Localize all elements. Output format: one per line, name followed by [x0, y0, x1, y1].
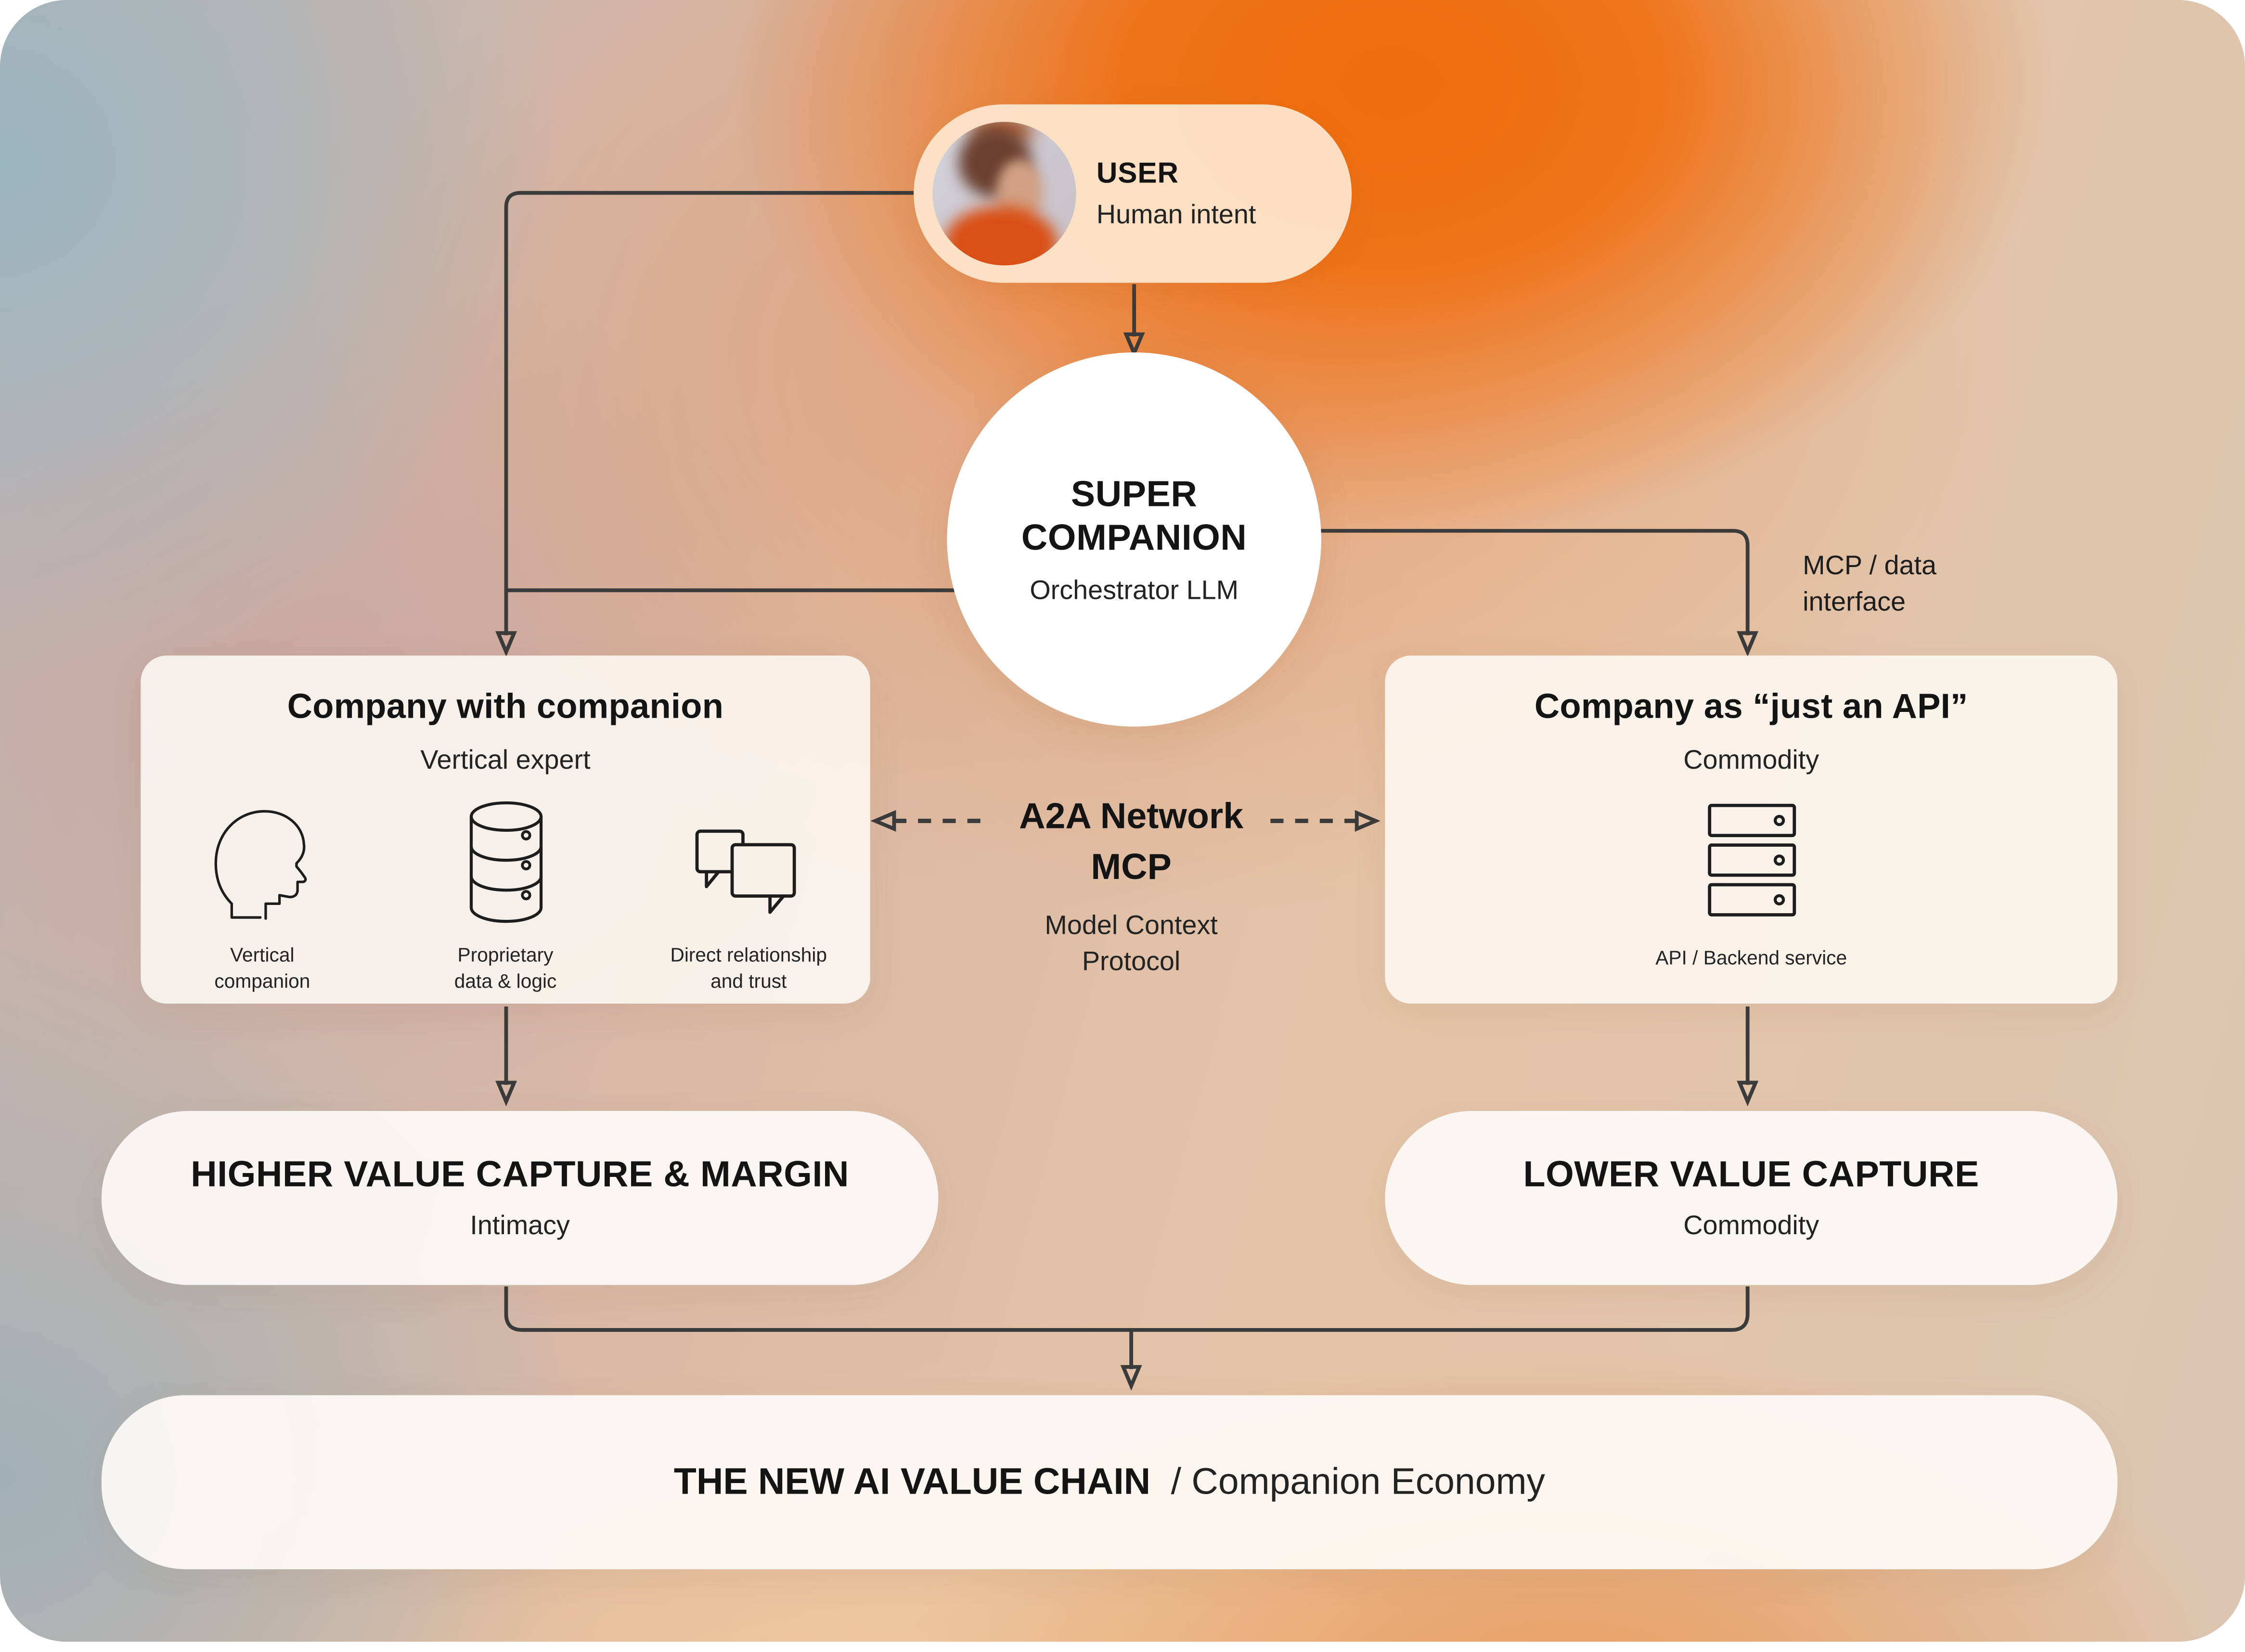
- api-backend-label: API / Backend service: [1655, 947, 1847, 969]
- orchestrator-node: SUPER COMPANION Orchestrator LLM: [947, 352, 1321, 727]
- value-chain-footer-bar: THE NEW AI VALUE CHAIN / Companion Econo…: [101, 1395, 2117, 1570]
- outcome-right-subtitle: Commodity: [1683, 1209, 1819, 1240]
- company-with-companion-box: Company with companion Vertical expert V…: [141, 655, 870, 1004]
- connector-orchestrator-to-right-box: [1314, 529, 1759, 657]
- connector-user-to-left-box: [495, 191, 914, 657]
- mcp-data-interface-label: MCP / data interface: [1803, 549, 1936, 617]
- outcome-left-title: HIGHER VALUE CAPTURE & MARGIN: [191, 1154, 850, 1195]
- user-avatar: [932, 122, 1076, 266]
- head-profile-icon: [198, 805, 326, 924]
- user-subtitle: Human intent: [1096, 198, 1256, 229]
- outcome-right-title: LOWER VALUE CAPTURE: [1523, 1154, 1979, 1195]
- outcome-left-subtitle: Intimacy: [470, 1209, 570, 1240]
- server-icon: [1703, 800, 1799, 929]
- a2a-protocol-block: A2A Network MCP Model Context Protocol: [876, 795, 1387, 979]
- feature-label: Direct relationship and trust: [670, 944, 827, 992]
- connector-merge-bracket: [504, 1286, 1750, 1332]
- left-box-subtitle: Vertical expert: [420, 744, 591, 774]
- feature-proprietary-data: Proprietary data & logic: [384, 801, 627, 994]
- orchestrator-subtitle: Orchestrator LLM: [1030, 574, 1239, 605]
- feature-vertical-companion: Vertical companion: [141, 805, 384, 994]
- feature-label: Proprietary data & logic: [454, 944, 557, 992]
- right-box-subtitle: Commodity: [1683, 744, 1819, 774]
- user-node: USER Human intent: [914, 104, 1352, 283]
- protocol-subtitle: Model Context Protocol: [1045, 909, 1218, 976]
- avatar-shirt: [944, 206, 1058, 266]
- a2a-title: A2A Network: [1019, 796, 1244, 837]
- feature-label: Vertical companion: [214, 944, 310, 992]
- user-title: USER: [1096, 157, 1179, 190]
- footer-title-bold: THE NEW AI VALUE CHAIN: [673, 1461, 1151, 1502]
- footer-title-regular: / Companion Economy: [1171, 1461, 1545, 1502]
- chat-bubbles-icon: [689, 805, 808, 924]
- left-box-title: Company with companion: [287, 687, 724, 727]
- feature-direct-relationship: Direct relationship and trust: [627, 805, 870, 994]
- database-icon: [458, 801, 554, 924]
- right-box-title: Company as “just an API”: [1534, 687, 1968, 727]
- orchestrator-title: SUPER COMPANION: [1021, 474, 1247, 559]
- higher-value-capture-pill: HIGHER VALUE CAPTURE & MARGIN Intimacy: [101, 1110, 939, 1285]
- mcp-title: MCP: [1091, 847, 1172, 888]
- company-as-api-box: Company as “just an API” Commodity API /…: [1385, 655, 2117, 1004]
- lower-value-capture-pill: LOWER VALUE CAPTURE Commodity: [1385, 1110, 2117, 1285]
